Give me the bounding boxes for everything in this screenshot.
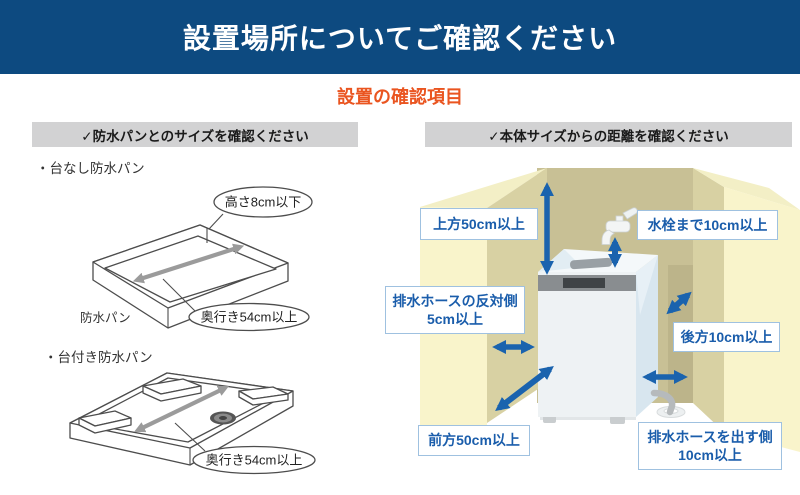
balloon-height: 高さ8cm以下	[213, 186, 313, 218]
balloon-depth-1: 奥行き54cm以上	[188, 302, 310, 332]
bullet-pan-no-stand: ・台なし防水パン	[36, 161, 145, 176]
page-title: 設置場所についてご確認ください	[182, 23, 618, 54]
label-opposite-drain-clearance: 排水ホースの反対側 5cm以上	[385, 286, 525, 334]
balloon-pointer	[208, 213, 224, 230]
machine-lid	[570, 257, 613, 270]
pan-with-stand-figure: 奥行き54cm以上	[69, 372, 316, 475]
label-front-clearance: 前方50cm以上	[418, 425, 530, 456]
label-drain-side-clearance: 排水ホースを出す側 10cm以上	[638, 422, 782, 470]
drain-icon	[210, 411, 236, 425]
right-wall-side	[693, 168, 724, 432]
arrow-rear-diagonal	[666, 291, 692, 315]
balloon-depth-2: 奥行き54cm以上	[192, 445, 316, 475]
label-faucet-clearance: 水栓まで10cm以上	[637, 210, 778, 240]
pan-caption: 防水パン	[80, 310, 131, 325]
title-banner: 設置場所についてご確認ください	[0, 0, 800, 74]
machine-front	[538, 272, 636, 417]
right-wall-top	[693, 168, 800, 210]
bullet-pan-with-stand: ・台付き防水パン	[44, 350, 153, 365]
label-top-clearance: 上方50cm以上	[420, 208, 538, 240]
machine-shadow	[540, 417, 636, 420]
balloon-pointer	[162, 278, 196, 312]
machine-display	[563, 278, 605, 288]
height-note: 高さ8cm以下	[225, 195, 302, 210]
right-wall-front	[724, 187, 800, 452]
right-section-header: ✓本体サイズからの距離を確認ください	[425, 122, 792, 147]
machine-side-highlight	[636, 255, 658, 315]
left-wall-top	[420, 168, 547, 208]
room-illustration: 上方50cm以上 水栓まで10cm以上 排水ホースの反対側 5cm以上 後方10…	[380, 155, 800, 495]
washing-machine	[538, 249, 658, 424]
room-scene	[420, 168, 800, 452]
left-section-header: ✓防水パンとのサイズを確認ください	[32, 122, 358, 147]
depth-note: 奥行き54cm以上	[201, 310, 298, 325]
depth-arrow-icon	[132, 243, 245, 284]
balloon-pointer	[174, 422, 206, 452]
clearance-arrows	[492, 182, 692, 411]
depth-note: 奥行き54cm以上	[206, 453, 303, 468]
depth-arrow-icon	[134, 385, 229, 433]
machine-foot	[610, 416, 625, 424]
label-rear-clearance: 後方10cm以上	[673, 322, 780, 352]
drain-hose	[650, 389, 686, 418]
subtitle: 設置の確認項目	[337, 87, 463, 107]
arrow-front-diagonal	[495, 366, 554, 411]
pan-no-stand-figure: 高さ8cm以下 奥行き54cm以上 防水パン	[80, 186, 313, 332]
